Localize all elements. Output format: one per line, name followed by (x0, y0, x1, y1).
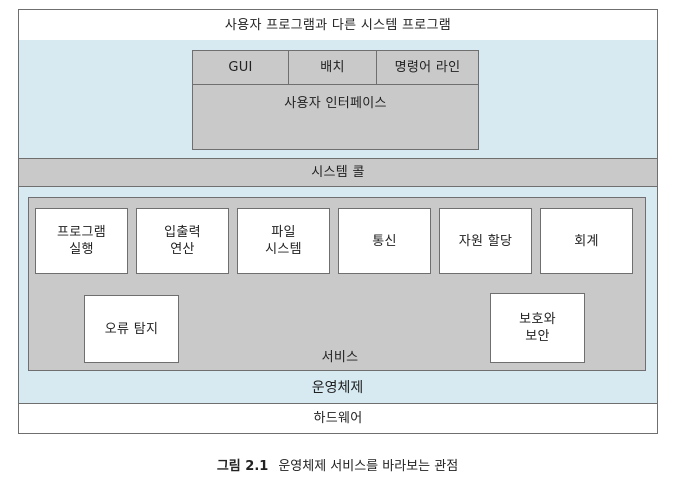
operating-system-label: 운영체제 (280, 376, 395, 398)
service-line: 파일 (271, 225, 296, 240)
system-call-layer: 시스템 콜 (18, 158, 658, 187)
system-call-label: 시스템 콜 (311, 165, 365, 180)
service-resource-allocation: 자원 할당 (439, 208, 532, 274)
service-communication: 통신 (338, 208, 431, 274)
service-line: 회계 (574, 233, 599, 249)
ui-option-gui-label: GUI (228, 60, 253, 75)
ui-option-gui: GUI (192, 50, 289, 85)
service-accounting: 회계 (540, 208, 633, 274)
service-line: 입출력 (164, 225, 201, 240)
service-line: 보안 (525, 329, 550, 344)
user-programs-layer: 사용자 프로그램과 다른 시스템 프로그램 (18, 9, 658, 41)
figure-number: 그림 2.1 (216, 459, 269, 474)
ui-option-command-line: 명령어 라인 (376, 50, 479, 85)
service-line: 자원 할당 (458, 233, 513, 249)
operating-system-text: 운영체제 (311, 380, 364, 396)
services-label: 서비스 (300, 347, 380, 367)
hardware-label: 하드웨어 (313, 411, 363, 426)
ui-option-batch-label: 배치 (320, 60, 345, 75)
user-programs-label: 사용자 프로그램과 다른 시스템 프로그램 (224, 17, 452, 33)
service-line: 시스템 (265, 242, 302, 257)
service-line: 연산 (170, 242, 195, 257)
figure-caption-text: 운영체제 서비스를 바라보는 관점 (278, 459, 459, 474)
user-interface-text: 사용자 인터페이스 (284, 95, 387, 111)
user-interface-label: 사용자 인터페이스 (192, 85, 479, 121)
service-line: 오류 탐지 (104, 321, 159, 337)
figure-caption: 그림 2.1 운영체제 서비스를 바라보는 관점 (0, 455, 675, 474)
service-line: 통신 (372, 233, 397, 249)
ui-option-batch: 배치 (288, 50, 377, 85)
service-line: 프로그램 (56, 225, 107, 240)
service-error-detection: 오류 탐지 (84, 295, 179, 363)
ui-option-command-line-label: 명령어 라인 (394, 60, 461, 75)
services-text: 서비스 (321, 349, 359, 365)
service-line: 보호와 (519, 312, 556, 327)
service-line: 실행 (69, 242, 94, 257)
hardware-layer: 하드웨어 (18, 403, 658, 434)
